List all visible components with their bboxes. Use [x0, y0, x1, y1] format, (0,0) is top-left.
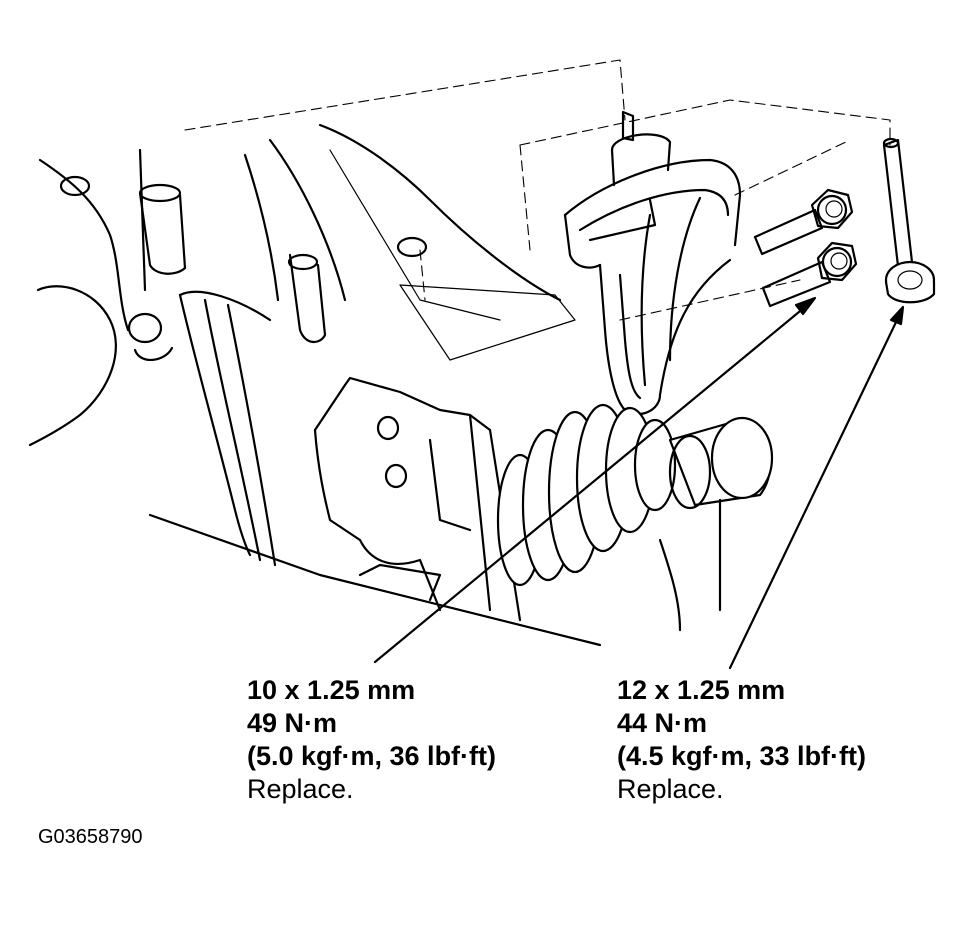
bolt-size-right: 12 x 1.25 mm	[617, 675, 786, 705]
mount-bracket	[563, 110, 742, 416]
frame-member	[148, 123, 602, 647]
flange-bolt-upper	[753, 188, 854, 256]
note-left: Replace.	[247, 774, 354, 804]
engine-casing	[28, 148, 187, 447]
long-bolt	[882, 137, 936, 304]
note-right: Replace.	[617, 774, 724, 804]
callout-arrow-left	[373, 296, 817, 664]
steering-gearbox	[313, 376, 522, 622]
bolt-spec-left: 10 x 1.25 mm 49 N·m (5.0 kgf·m, 36 lbf·f…	[247, 674, 496, 806]
bolt-size-left: 10 x 1.25 mm	[247, 675, 416, 705]
steering-boot	[496, 403, 774, 632]
torque-nm-right: 44 N·m	[617, 708, 708, 738]
figure-id: G03658790	[38, 826, 143, 848]
torque-alt-left: (5.0 kgf·m, 36 lbf·ft)	[247, 741, 497, 771]
dashed-leaders	[184, 59, 891, 321]
callout-arrow-right	[728, 305, 905, 670]
flange-bolt-lower	[761, 241, 858, 308]
torque-alt-right: (4.5 kgf·m, 33 lbf·ft)	[617, 741, 867, 771]
torque-nm-left: 49 N·m	[247, 708, 338, 738]
bolt-spec-right: 12 x 1.25 mm 44 N·m (4.5 kgf·m, 33 lbf·f…	[617, 674, 866, 806]
